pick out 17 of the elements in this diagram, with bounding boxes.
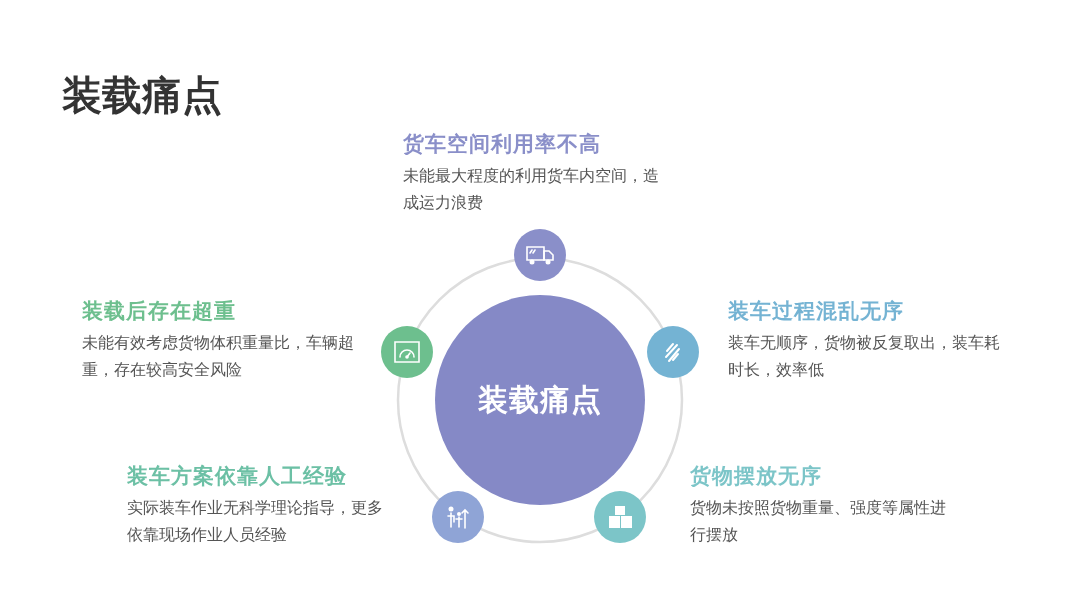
point-description: 未能最大程度的利用货车内空间，造成运力浪费 (403, 165, 660, 214)
center-label: 装载痛点 (478, 380, 602, 419)
point-description: 实际装车作业无科学理论指导，更多依靠现场作业人员经验 (127, 497, 384, 546)
icon-circle (381, 326, 433, 378)
title: 装载痛点 (62, 71, 222, 120)
point-heading: 装车方案依靠人工经验 (127, 463, 347, 490)
point-heading: 装载后存在超重 (82, 298, 236, 325)
point-description: 装车无顺序，货物被反复取出，装车耗时长，效率低 (728, 332, 1001, 381)
icon-circle (594, 491, 646, 543)
point-description: 货物未按照货物重量、强度等属性进行摆放 (690, 497, 947, 546)
icon-circle (514, 229, 566, 281)
point-heading: 货物摆放无序 (690, 463, 822, 490)
icon-circle (432, 491, 484, 543)
point-description: 未能有效考虑货物体积重量比，车辆超重，存在较高安全风险 (82, 332, 355, 381)
point-heading: 货车空间利用率不高 (403, 131, 601, 158)
icon-circle (647, 326, 699, 378)
point-heading: 装车过程混乱无序 (728, 298, 904, 325)
